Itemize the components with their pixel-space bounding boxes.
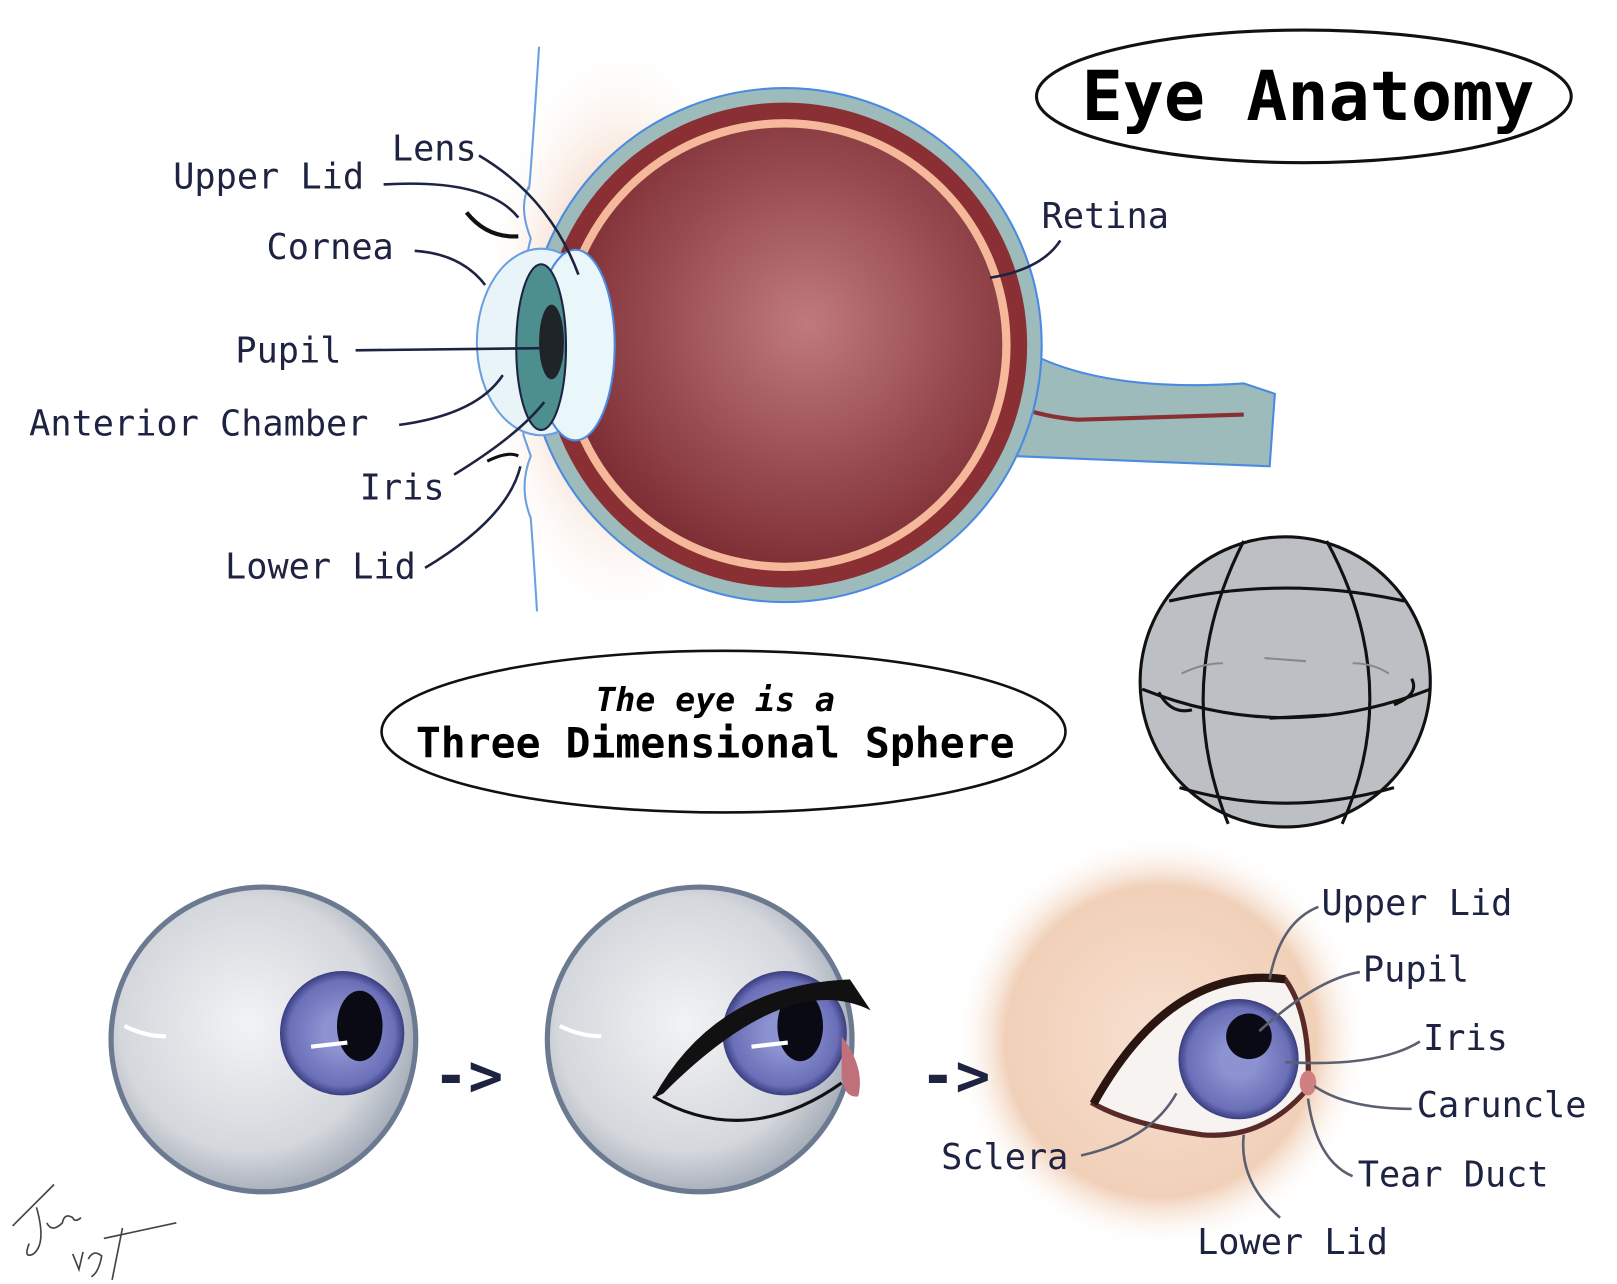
label-sclera: Sclera: [941, 1137, 1068, 1178]
label-tear-duct: Tear Duct: [1358, 1155, 1549, 1196]
side-view-eye: [464, 31, 1276, 633]
label-pupil: Pupil: [1363, 949, 1469, 990]
pupil: [336, 990, 383, 1062]
optic-nerve: [1009, 340, 1276, 468]
label-lower-lid: Lower Lid: [225, 546, 416, 587]
label-lens: Lens: [392, 129, 477, 170]
upper-eyelash: [464, 211, 519, 239]
callout-line-1: The eye is a: [595, 680, 835, 719]
title-callout: Eye Anatomy: [1034, 28, 1573, 165]
side-view-labels: Lens Upper Lid Cornea Pupil Anterior Cha…: [29, 129, 1169, 588]
label-upper-lid: Upper Lid: [1321, 883, 1512, 924]
page-title: Eye Anatomy: [1082, 58, 1535, 137]
front-view-labels: Upper Lid Pupil Iris Caruncle Tear Duct …: [941, 883, 1586, 1263]
vitreous-body: [567, 127, 1003, 563]
lower-eyelash: [486, 452, 520, 463]
sphere-callout: The eye is a Three Dimensional Sphere: [380, 649, 1067, 814]
label-retina: Retina: [1042, 196, 1169, 237]
label-iris: Iris: [1423, 1018, 1508, 1059]
upper-lid-drawing: [653, 979, 871, 1099]
label-caruncle: Caruncle: [1417, 1085, 1587, 1126]
label-cornea: Cornea: [267, 227, 394, 268]
label-anterior-chamber: Anterior Chamber: [29, 403, 368, 444]
artist-signature: [12, 1183, 177, 1281]
eyeball-step-1: [108, 884, 419, 1195]
label-iris: Iris: [360, 468, 445, 509]
callout-line-2: Three Dimensional Sphere: [416, 720, 1015, 768]
label-pupil: Pupil: [235, 331, 341, 372]
label-lower-lid: Lower Lid: [1197, 1222, 1388, 1263]
eyeball-step-2: [544, 884, 871, 1195]
label-upper-lid: Upper Lid: [173, 157, 364, 198]
eye-front-view: [953, 834, 1369, 1249]
arrow-1-icon: ->: [433, 1041, 503, 1109]
wireframe-sphere: [1138, 535, 1432, 829]
pupil: [539, 304, 564, 380]
arrow-2-icon: ->: [920, 1041, 990, 1109]
